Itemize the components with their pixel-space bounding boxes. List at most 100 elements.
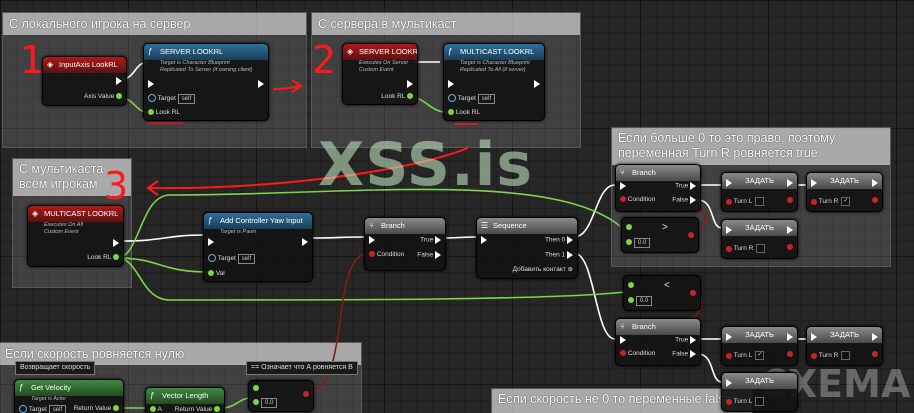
exec-in-pin[interactable]: [481, 236, 487, 245]
exec-out-pin[interactable]: [113, 239, 119, 248]
val-pin[interactable]: Val: [208, 270, 225, 278]
node-set-turn-l-top[interactable]: ЗАДАТЬ Turn L: [721, 172, 798, 212]
node-set-turn-l-last[interactable]: ЗАДАТЬ Turn L: [721, 372, 798, 412]
return-value-pin[interactable]: Return Value: [74, 405, 119, 413]
node-set-turn-r-bottom[interactable]: ЗАДАТЬ Turn R: [806, 326, 883, 366]
exec-in-pin[interactable]: [811, 179, 817, 188]
node-inputaxis-lookrl[interactable]: ◈InputAxis LookRL Axis Value: [42, 56, 127, 106]
result-pin[interactable]: [688, 232, 694, 240]
false-pin[interactable]: False: [417, 251, 441, 260]
exec-out-pin[interactable]: [534, 80, 540, 89]
exec-out-pin[interactable]: [872, 333, 878, 342]
b-pin[interactable]: 0.0: [628, 296, 653, 306]
condition-pin[interactable]: Condition: [369, 251, 404, 259]
node-set-turn-l-bottom[interactable]: ЗАДАТЬ Turn L✓: [721, 326, 798, 366]
exec-in-pin[interactable]: [726, 333, 732, 342]
out-pin[interactable]: [872, 351, 878, 359]
node-less-than[interactable]: < 0.0: [623, 275, 701, 311]
result-pin[interactable]: [690, 290, 696, 298]
lookrl-pin[interactable]: Look RL: [381, 93, 413, 101]
exec-in-pin[interactable]: [726, 179, 732, 188]
a-pin[interactable]: [628, 282, 634, 290]
exec-in-pin[interactable]: [726, 379, 732, 388]
true-pin[interactable]: True: [420, 236, 441, 245]
a-pin[interactable]: A: [150, 406, 162, 413]
condition-pin[interactable]: Condition: [620, 350, 655, 358]
b-pin[interactable]: 0.0: [253, 398, 278, 408]
checkbox-unchecked[interactable]: [841, 351, 851, 360]
node-branch-top[interactable]: ⑂Branch True Condition False: [615, 164, 701, 212]
exec-out-pin[interactable]: [872, 179, 878, 188]
exec-out-pin[interactable]: [116, 77, 122, 86]
node-multicast-lookrl-event[interactable]: ◈MULTICAST LOOKRL Executes On All Custom…: [27, 205, 124, 267]
comment-speed-not-zero[interactable]: Если скорость не 0 то переменные false: [491, 388, 753, 413]
exec-out-pin[interactable]: [787, 226, 793, 235]
b-pin[interactable]: 0.0: [626, 238, 651, 248]
checkbox-unchecked[interactable]: [755, 197, 765, 206]
exec-in-pin[interactable]: [811, 333, 817, 342]
false-pin[interactable]: False: [672, 196, 696, 205]
speed-dropdown[interactable]: Возвращает скорость: [15, 361, 96, 375]
a-pin[interactable]: [626, 224, 632, 232]
out-pin[interactable]: [787, 197, 793, 205]
turn-r-pin[interactable]: Turn R: [811, 351, 851, 360]
add-pin-button[interactable]: Добавить контакт ⊕: [512, 266, 573, 273]
node-equal[interactable]: 0.0: [248, 380, 314, 412]
node-set-turn-r-mid[interactable]: ЗАДАТЬ Turn R: [721, 219, 798, 259]
exec-out-pin[interactable]: [787, 179, 793, 188]
out-pin[interactable]: [787, 244, 793, 252]
true-pin[interactable]: True: [675, 182, 696, 191]
false-pin[interactable]: False: [672, 350, 696, 359]
node-set-turn-r-top[interactable]: ЗАДАТЬ Turn R✓: [806, 172, 883, 212]
condition-pin[interactable]: Condition: [620, 196, 655, 204]
result-pin[interactable]: [303, 391, 309, 399]
turn-l-pin[interactable]: Turn L: [726, 397, 765, 406]
turn-l-pin[interactable]: Turn L✓: [726, 351, 765, 360]
exec-out-pin[interactable]: [407, 80, 413, 89]
return-value-pin[interactable]: Return Value: [175, 406, 220, 413]
exec-in-pin[interactable]: [148, 80, 154, 89]
turn-r-pin[interactable]: Turn R: [726, 244, 766, 253]
exec-out-pin[interactable]: [787, 333, 793, 342]
node-branch-bottom[interactable]: ⑂Branch True Condition False: [615, 318, 701, 366]
exec-in-pin[interactable]: [620, 336, 626, 345]
true-pin[interactable]: True: [675, 336, 696, 345]
turn-r-pin[interactable]: Turn R✓: [811, 197, 851, 206]
exec-in-pin[interactable]: [620, 182, 626, 191]
a-pin[interactable]: [253, 385, 259, 393]
exec-in-pin[interactable]: [726, 226, 732, 235]
out-pin[interactable]: [872, 197, 878, 205]
node-branch-main[interactable]: ⑂Branch True Condition False: [364, 217, 446, 271]
lookrl-pin[interactable]: Look RL: [148, 109, 180, 117]
then1-pin[interactable]: Then 1: [545, 251, 573, 260]
then0-pin[interactable]: Then 0: [545, 236, 573, 245]
exec-out-pin[interactable]: [302, 238, 308, 247]
lookrl-pin[interactable]: Look RL: [448, 109, 480, 117]
checkbox-unchecked[interactable]: [755, 397, 765, 406]
turn-l-pin[interactable]: Turn L: [726, 197, 765, 206]
exec-out-pin[interactable]: [258, 80, 264, 89]
checkbox-unchecked[interactable]: [756, 244, 766, 253]
out-pin[interactable]: [787, 351, 793, 359]
exec-in-pin[interactable]: [448, 80, 454, 89]
checkbox-checked[interactable]: ✓: [755, 351, 765, 360]
axis-value-pin[interactable]: Axis Value: [84, 93, 122, 101]
lookrl-pin[interactable]: Look RL: [87, 254, 119, 262]
exec-in-pin[interactable]: [208, 238, 214, 247]
node-server-lookrl-event[interactable]: ◈SERVER LOOKRL Executes On Server Custom…: [342, 43, 418, 105]
equals-dropdown[interactable]: == Означает что А ровняется В: [246, 361, 358, 375]
exec-in-pin[interactable]: [369, 236, 375, 245]
node-sequence[interactable]: ☰Sequence Then 0 Then 1 Добавить контакт…: [476, 217, 578, 279]
checkbox-checked[interactable]: ✓: [841, 197, 851, 206]
node-greater-than[interactable]: > 0.0: [621, 217, 699, 253]
